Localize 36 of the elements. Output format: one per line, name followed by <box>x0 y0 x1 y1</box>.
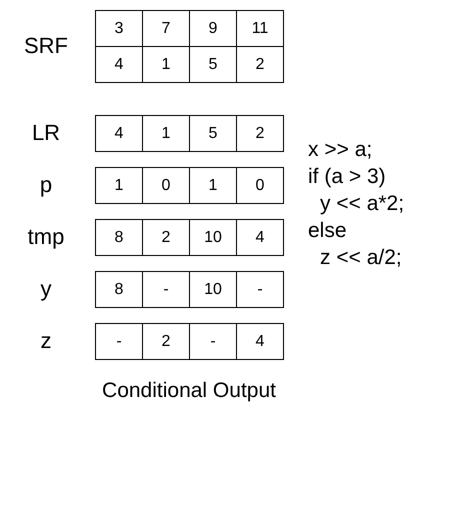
table-cell: - <box>142 271 190 308</box>
table-cell: 4 <box>236 323 284 360</box>
code-line: if (a > 3) <box>308 165 386 189</box>
table-cell: 2 <box>236 115 284 152</box>
table-cell: 11 <box>236 10 284 47</box>
row-label: z <box>40 328 52 354</box>
table-cell: 8 <box>95 219 143 256</box>
table-cell: 0 <box>142 167 190 204</box>
row-label: SRF <box>24 33 68 59</box>
table-cell: 4 <box>95 115 143 152</box>
code-line: else <box>308 219 347 243</box>
table-cell: 1 <box>189 167 237 204</box>
table-cell: - <box>189 323 237 360</box>
row-label: LR <box>32 120 60 146</box>
caption: Conditional Output <box>102 379 276 403</box>
row-label: y <box>40 276 52 302</box>
table-cell: - <box>95 323 143 360</box>
table-cell: 3 <box>95 10 143 47</box>
table-cell: 2 <box>142 219 190 256</box>
table-cell: 8 <box>95 271 143 308</box>
table-cell: 10 <box>189 271 237 308</box>
table-cell: - <box>236 271 284 308</box>
table-cell: 10 <box>189 219 237 256</box>
code-line: y << a*2; <box>320 192 404 216</box>
table-cell: 1 <box>95 167 143 204</box>
table-cell: 5 <box>189 115 237 152</box>
table-cell: 1 <box>142 115 190 152</box>
row-label: tmp <box>28 224 64 250</box>
row-label: p <box>40 172 52 198</box>
code-line: x >> a; <box>308 138 372 162</box>
table-cell: 2 <box>142 323 190 360</box>
table-cell: 4 <box>95 46 143 83</box>
table-cell: 2 <box>236 46 284 83</box>
code-line: z << a/2; <box>320 246 402 270</box>
table-cell: 0 <box>236 167 284 204</box>
table-cell: 4 <box>236 219 284 256</box>
